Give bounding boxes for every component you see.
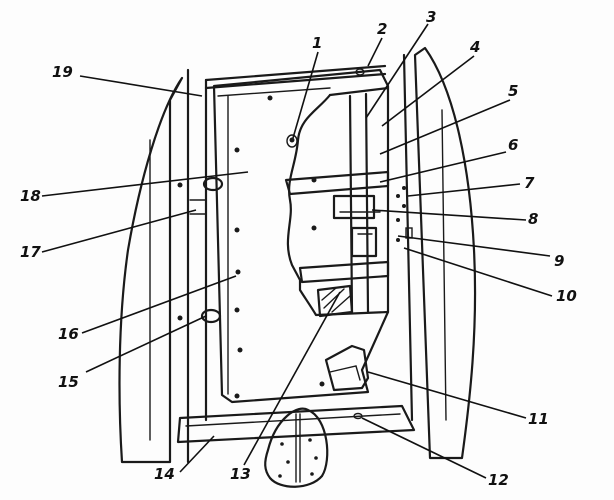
callout-16: 16: [58, 325, 79, 343]
callout-labels: 1 2 3 4 5 6 7 8 9 10 11 12 13 14 15 16 1…: [20, 8, 577, 489]
weld-plate: [264, 407, 329, 488]
callout-2: 2: [377, 20, 387, 38]
glass-pane: [316, 284, 354, 318]
cutaway-frame: [284, 86, 390, 317]
callout-7: 7: [524, 174, 535, 192]
callout-3: 3: [426, 8, 436, 26]
callout-6: 6: [508, 136, 518, 154]
callout-14: 14: [154, 465, 175, 483]
hinges: [189, 176, 224, 324]
callout-4: 4: [469, 38, 480, 56]
callout-19: 19: [52, 63, 73, 81]
lower-bracket: [324, 344, 370, 392]
leader-lines: [41, 23, 553, 479]
callout-5: 5: [508, 82, 518, 100]
sill: [176, 404, 416, 444]
left-pillar: [118, 68, 208, 464]
callout-15: 15: [58, 373, 79, 391]
callout-1: 1: [312, 34, 322, 52]
right-pillar: [402, 46, 477, 460]
callout-17: 17: [20, 243, 41, 261]
mounting-holes: [177, 68, 413, 420]
callout-10: 10: [556, 287, 577, 305]
callout-18: 18: [20, 187, 41, 205]
callout-11: 11: [528, 410, 549, 428]
callout-13: 13: [230, 465, 251, 483]
door-panel: [204, 64, 390, 404]
callout-8: 8: [528, 210, 538, 228]
callout-9: 9: [554, 252, 564, 270]
callout-12: 12: [488, 471, 509, 489]
